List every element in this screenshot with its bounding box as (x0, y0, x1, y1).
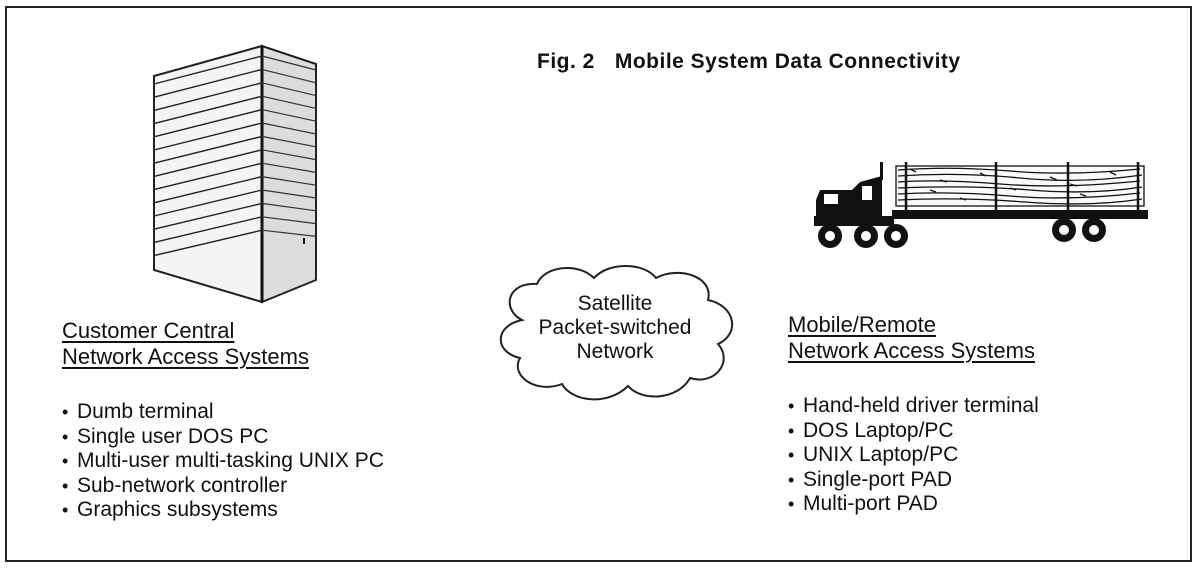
server-tower-icon (153, 44, 317, 304)
cloud-line-satellite: Satellite (577, 292, 653, 315)
right-heading-line2: Network Access Systems (788, 338, 1035, 363)
figure-title: Fig. 2 Mobile System Data Connectivity (537, 50, 961, 74)
network-cloud-icon (499, 265, 734, 401)
list-item: Multi-port PAD (788, 492, 1039, 517)
list-item: Single user DOS PC (62, 425, 384, 450)
list-item: Sub-network controller (62, 474, 384, 499)
network-cloud-label: Satellite Packet-switched Network (490, 292, 740, 364)
left-heading: Customer Central Network Access Systems (62, 318, 309, 370)
figure-title-text: Mobile System Data Connectivity (614, 50, 961, 73)
left-heading-line1: Customer Central (62, 318, 235, 343)
list-item: Single-port PAD (788, 468, 1039, 493)
right-heading-line1: Mobile/Remote (788, 312, 936, 337)
cloud-line-packet-switched: Packet-switched (538, 316, 692, 339)
cloud-line-network: Network (576, 340, 654, 363)
figure-label: Fig. 2 (537, 50, 595, 73)
figure-frame (5, 6, 1192, 562)
list-item: Dumb terminal (62, 400, 384, 425)
list-item: Multi-user multi-tasking UNIX PC (62, 449, 384, 474)
left-list: Dumb terminal Single user DOS PC Multi-u… (62, 400, 384, 523)
list-item: UNIX Laptop/PC (788, 443, 1039, 468)
right-list: Hand-held driver terminal DOS Laptop/PC … (788, 394, 1039, 517)
list-item: Hand-held driver terminal (788, 394, 1039, 419)
left-heading-line2: Network Access Systems (62, 344, 309, 369)
list-item: Graphics subsystems (62, 498, 384, 523)
logging-truck-icon (814, 162, 1148, 248)
right-heading: Mobile/Remote Network Access Systems (788, 312, 1035, 364)
list-item: DOS Laptop/PC (788, 419, 1039, 444)
